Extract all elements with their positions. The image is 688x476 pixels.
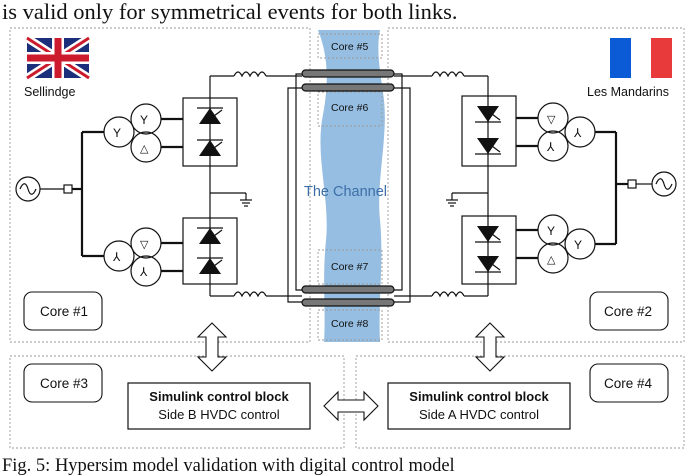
core4-label: Core #4 [604, 376, 653, 391]
site-label-right: Les Mandarins [587, 85, 669, 99]
core1-label: Core #1 [40, 304, 88, 319]
control-block-left-subtitle: Side B HVDC control [158, 407, 279, 422]
svg-text:Y: Y [113, 126, 121, 140]
ac-source-left-icon [15, 176, 82, 202]
core1-box [23, 291, 103, 331]
core2-box [589, 291, 669, 331]
svg-text:Y: Y [140, 113, 148, 127]
svg-text:⅄: ⅄ [546, 140, 555, 154]
core5-box [317, 33, 383, 59]
core3-box [23, 363, 103, 403]
link-arrow-right-icon [474, 322, 506, 372]
site-label-left: Sellindge [24, 85, 75, 99]
core1-region [9, 27, 311, 343]
svg-text:△: △ [547, 254, 556, 266]
figure-caption: Fig. 5: Hypersim model validation with d… [2, 456, 455, 476]
converter-bottom-right-icon [461, 215, 517, 285]
core3-label: Core #3 [40, 376, 88, 391]
core8-box [317, 309, 383, 341]
core2-label: Core #2 [604, 304, 652, 319]
core4-box [589, 363, 669, 403]
core7-label: Core #7 [331, 261, 369, 273]
dc-lines-right [394, 71, 489, 303]
converter-bottom-left-icon [182, 217, 238, 285]
svg-text:⅄: ⅄ [112, 250, 121, 264]
control-block-right [387, 382, 571, 430]
core5-label: Core #5 [331, 41, 369, 53]
link-arrow-left-icon [196, 322, 228, 372]
france-flag-icon [610, 38, 672, 78]
svg-text:▽: ▽ [547, 114, 556, 126]
transformer-bottom-right-icon: Y △ Y [537, 214, 596, 274]
converter-top-left-icon [182, 97, 238, 167]
core2-region [387, 27, 685, 343]
svg-text:⅄: ⅄ [139, 265, 148, 279]
uk-flag-icon [24, 34, 92, 82]
transformer-bottom-left-icon: ⅄ ▽ ⅄ [103, 227, 162, 287]
svg-text:△: △ [140, 143, 149, 155]
svg-text:▽: ▽ [140, 239, 149, 251]
svg-text:Y: Y [574, 238, 582, 252]
transformer-top-left-icon: Y Y △ [103, 103, 162, 163]
control-block-right-subtitle: Side A HVDC control [419, 407, 539, 422]
control-link-arrow-icon [323, 390, 379, 422]
control-block-right-title: Simulink control block [409, 389, 549, 404]
channel-label: The Channel [304, 184, 387, 200]
svg-text:Y: Y [547, 224, 555, 238]
core6-box [317, 91, 383, 127]
core8-label: Core #8 [331, 318, 369, 330]
transformer-top-right-icon: ▽ ⅄ ⅄ [537, 102, 596, 162]
svg-text:⅄: ⅄ [573, 126, 582, 140]
control-block-left-title: Simulink control block [149, 389, 289, 404]
control-block-left [127, 382, 311, 430]
header-text: is valid only for symmetrical events for… [2, 0, 458, 24]
core6-label: Core #6 [331, 102, 369, 114]
core7-box [317, 249, 383, 285]
dc-lines-left [209, 71, 302, 303]
channel-band [318, 30, 385, 342]
ac-source-right-icon [616, 171, 677, 197]
converter-top-right-icon [461, 95, 517, 167]
